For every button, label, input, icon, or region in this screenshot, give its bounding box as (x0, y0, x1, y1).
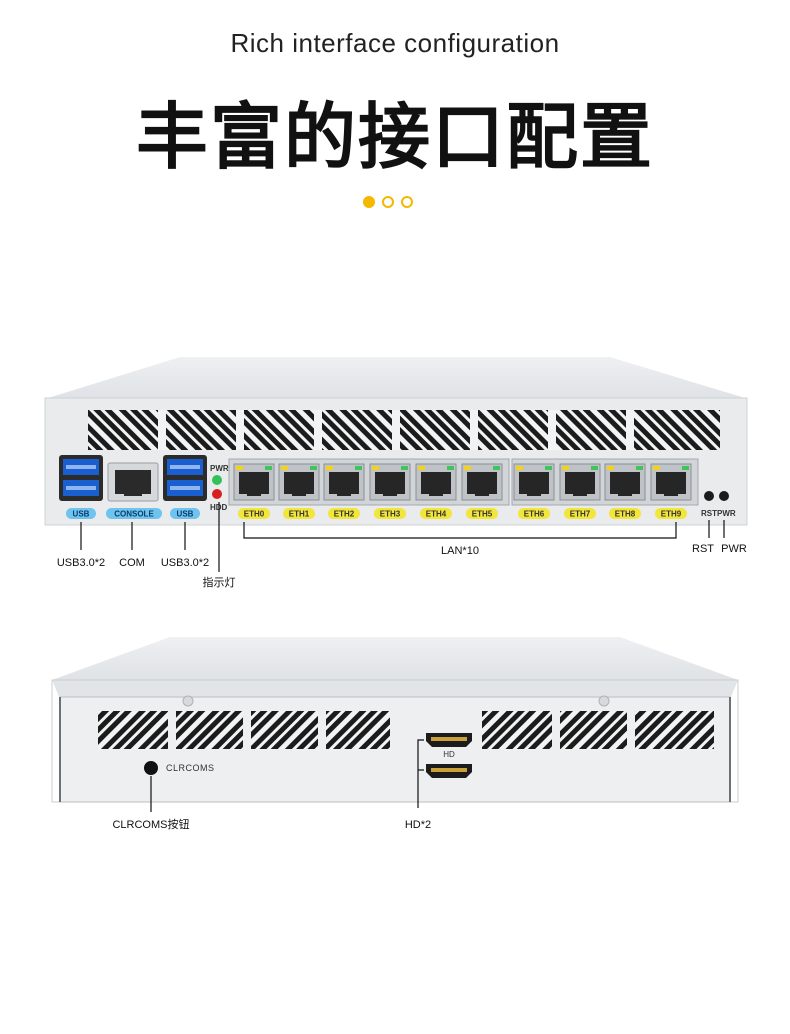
ethernet-port (604, 463, 646, 501)
carousel-dot[interactable] (382, 196, 394, 208)
ethernet-ports (233, 463, 692, 501)
ethernet-pill-labels: ETH0 ETH1 ETH2 ETH3 ETH4 ETH5 ETH6 ETH7 ETH8 ETH9 (238, 508, 687, 519)
eth-pill-label: ETH0 (244, 510, 265, 519)
pwr-small-label: PWR (717, 509, 736, 518)
hd-label: HD (443, 750, 455, 759)
ethernet-port (415, 463, 457, 501)
eth-pill-label: ETH6 (524, 510, 545, 519)
eth-pill-label: ETH5 (472, 510, 493, 519)
usb-left-callout: USB3.0*2 (57, 557, 105, 569)
clrcoms-button[interactable] (144, 761, 158, 775)
ethernet-port (513, 463, 555, 501)
eth-pill-label: ETH2 (334, 510, 355, 519)
screw-icon (182, 695, 194, 707)
usb-right-callout: USB3.0*2 (161, 557, 209, 569)
rst-small-label: RST (701, 509, 717, 518)
port-pill-labels: USB CONSOLE USB (66, 508, 200, 519)
eth-pill-label: ETH9 (661, 510, 682, 519)
usb-port-right (163, 455, 207, 501)
eth-pill: ETH2 (328, 508, 360, 519)
hdd-led (212, 489, 222, 499)
eth-pill: ETH3 (374, 508, 406, 519)
usb-right-pill: USB (177, 510, 194, 519)
hd-callout: HD*2 (405, 819, 431, 831)
console-pill: CONSOLE (114, 510, 154, 519)
eth-pill-label: ETH4 (426, 510, 447, 519)
front-callout-lines (80, 502, 725, 572)
eth-pill: ETH1 (283, 508, 315, 519)
page-title: 丰富的接口配置 (135, 95, 654, 179)
eth-pill-label: ETH3 (380, 510, 401, 519)
eth-pill-label: ETH7 (570, 510, 591, 519)
eth-pill: ETH6 (518, 508, 550, 519)
usb-port-left (59, 455, 103, 501)
ethernet-port (369, 463, 411, 501)
carousel-dots (363, 196, 413, 208)
eth-pill-label: ETH1 (289, 510, 310, 519)
rst-callout: RST (692, 543, 714, 555)
usb-left-pill: USB (73, 510, 90, 519)
rear-callout-lines (150, 739, 424, 812)
rear-panel: CLRCOMS HD (51, 637, 739, 803)
eth-pill: ETH8 (609, 508, 641, 519)
page-subtitle: Rich interface configuration (230, 28, 560, 58)
com-callout: COM (119, 557, 145, 569)
ethernet-port (650, 463, 692, 501)
pwr-callout: PWR (721, 543, 747, 555)
hd-port-1 (426, 733, 472, 747)
carousel-dot-active[interactable] (363, 196, 375, 208)
eth-pill: ETH0 (238, 508, 270, 519)
eth-pill: ETH9 (655, 508, 687, 519)
pwr-led (212, 475, 222, 485)
indicator-callout: 指示灯 (203, 575, 236, 589)
clrcoms-callout: CLRCOMS按钮 (112, 817, 189, 831)
ethernet-port (461, 463, 503, 501)
console-port (107, 462, 159, 502)
eth-pill: ETH7 (564, 508, 596, 519)
ethernet-port (278, 463, 320, 501)
front-vent (88, 410, 720, 450)
rst-button[interactable] (704, 491, 714, 501)
led-pwr-label: PWR (210, 464, 229, 473)
pwr-button[interactable] (719, 491, 729, 501)
hd-port-2 (426, 764, 472, 778)
lan-callout: LAN*10 (441, 545, 479, 557)
rear-vent-left (98, 711, 390, 749)
rear-vent-right (482, 711, 714, 749)
ethernet-port (233, 463, 275, 501)
screw-icon (598, 695, 610, 707)
eth-pill: ETH5 (466, 508, 498, 519)
carousel-dot[interactable] (401, 196, 413, 208)
eth-pill: ETH4 (420, 508, 452, 519)
eth-pill-label: ETH8 (615, 510, 636, 519)
ethernet-port (559, 463, 601, 501)
ethernet-port (323, 463, 365, 501)
clrcoms-label: CLRCOMS (166, 763, 215, 773)
